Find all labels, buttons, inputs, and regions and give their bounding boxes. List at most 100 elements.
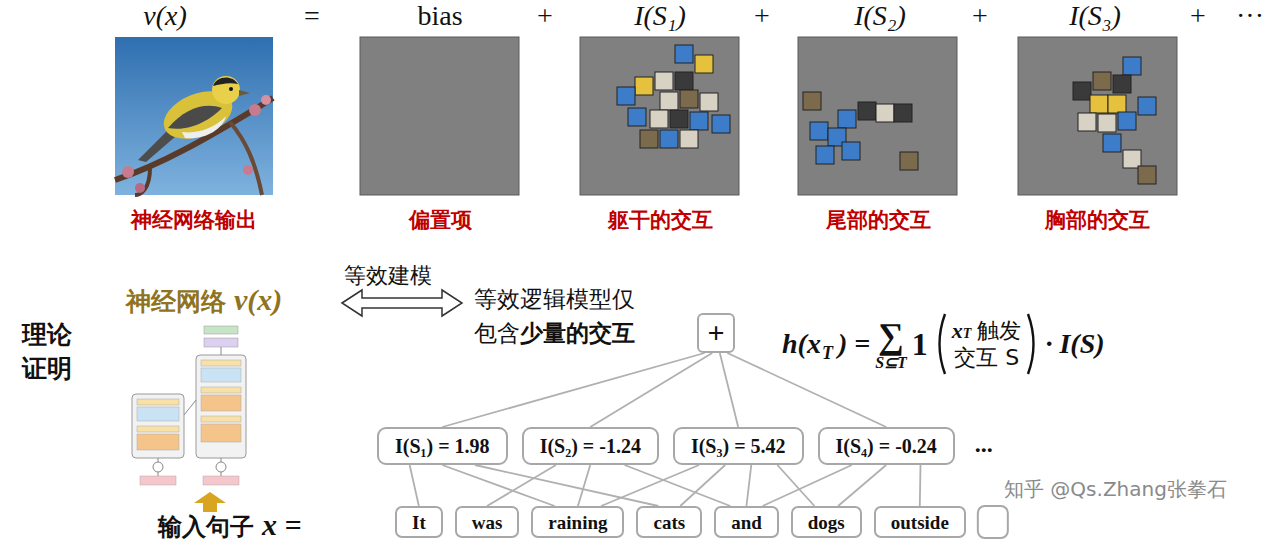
image-patch xyxy=(680,130,698,148)
image-patch xyxy=(617,87,635,105)
image-patch xyxy=(1123,150,1141,168)
image-patch xyxy=(858,102,876,120)
image-patch xyxy=(660,92,678,110)
twig xyxy=(135,168,150,195)
formula-text: · I(S) xyxy=(1045,328,1104,360)
word-box: dogs xyxy=(791,506,862,538)
image-patch xyxy=(640,130,658,148)
add-norm xyxy=(201,360,241,366)
formula-column: xT触发交互 S xyxy=(952,317,1022,371)
image-patch xyxy=(1073,82,1091,100)
connector xyxy=(475,465,658,506)
formula-text: ) = xyxy=(838,328,870,360)
formula-text: T xyxy=(963,327,972,341)
node-text: It xyxy=(412,513,426,532)
feed-forward xyxy=(137,407,179,421)
masked-attention xyxy=(201,424,241,442)
image-patch xyxy=(894,104,912,122)
word-box: and xyxy=(714,506,779,538)
arrow-label: 等效建模 xyxy=(344,262,432,290)
interaction-box: I(S₄) = -0.24 xyxy=(818,427,955,465)
connector xyxy=(442,353,704,427)
twig xyxy=(230,122,262,195)
bracket-path xyxy=(1028,314,1034,374)
formula-text: bias xyxy=(417,0,462,32)
image-patch xyxy=(1098,114,1116,132)
word-box: cats xyxy=(636,506,702,538)
interaction-box: I(S₁) = 1.98 xyxy=(377,427,508,465)
gray-image xyxy=(798,37,957,195)
blossom xyxy=(249,104,261,116)
linear-layer xyxy=(204,338,238,347)
image-patch xyxy=(680,90,698,108)
formula-text: ··· xyxy=(1236,0,1264,32)
note-text: 少量的交互 xyxy=(520,318,635,348)
image-patch xyxy=(810,122,828,140)
image-caption: 躯干的交互 xyxy=(608,206,713,234)
interaction-box: I(S₂) = -1.24 xyxy=(522,427,659,465)
image-patch xyxy=(816,146,834,164)
node-text: raining xyxy=(548,513,607,532)
formula-text: h(x xyxy=(782,328,821,360)
connector xyxy=(746,465,751,506)
image-patch xyxy=(1138,166,1156,184)
formula-text: ∑ xyxy=(878,317,904,355)
feed-forward xyxy=(201,368,241,382)
image-patch xyxy=(1078,113,1096,131)
formula-row: xT触发 xyxy=(952,317,1022,344)
figure-line xyxy=(184,400,196,415)
connector xyxy=(590,353,712,427)
image-patch xyxy=(838,110,856,128)
image-patch xyxy=(628,108,646,126)
image-patch xyxy=(690,112,708,130)
image-caption: 神经网络输出 xyxy=(131,206,257,234)
image-patch xyxy=(675,45,693,63)
image-patch xyxy=(712,115,730,133)
softmax-layer xyxy=(204,326,238,334)
node-text: I(S₂) = -1.24 xyxy=(540,436,641,456)
figure-line xyxy=(221,458,222,462)
connector xyxy=(727,353,886,427)
connector xyxy=(680,465,725,506)
attention xyxy=(201,395,241,411)
add-norm xyxy=(201,416,241,422)
bird-cap xyxy=(213,77,238,86)
image-patch xyxy=(1123,57,1141,75)
word-box: raining xyxy=(531,506,624,538)
image-patch xyxy=(1138,97,1156,115)
text-group: 输入句子x = xyxy=(158,510,302,542)
formula-text: 交互 S xyxy=(954,344,1019,371)
image-patch xyxy=(700,93,718,111)
node-text: cats xyxy=(653,513,685,532)
image-patch xyxy=(675,72,693,90)
input-embedding xyxy=(140,476,176,485)
partial-word-box xyxy=(978,506,1008,538)
node-text: I(S₄) = -0.24 xyxy=(836,436,937,456)
formula-text: + xyxy=(537,0,553,32)
bird-belly xyxy=(182,116,226,138)
connector xyxy=(763,465,852,506)
blossom xyxy=(243,165,253,175)
formula-text: 触发 xyxy=(977,317,1021,344)
word-box: outside xyxy=(874,506,966,538)
formula-text: 1 xyxy=(912,326,928,363)
image-patch xyxy=(900,152,918,170)
connector xyxy=(838,465,886,506)
formula-text: I(S₁) xyxy=(634,0,686,32)
interaction-box: I(S₃) = 5.42 xyxy=(673,427,804,465)
text-group: 神经网络v(x) xyxy=(126,284,282,318)
figure-line xyxy=(221,347,222,355)
decoder-stack xyxy=(196,355,246,458)
image-patch xyxy=(876,104,894,122)
input-label: x = xyxy=(262,510,302,540)
image-patch xyxy=(660,130,678,148)
image-caption: 尾部的交互 xyxy=(826,206,931,234)
connector xyxy=(487,465,556,506)
gray-image xyxy=(1018,37,1177,195)
input-arrow xyxy=(194,492,226,512)
figure-line xyxy=(158,458,159,462)
connector xyxy=(625,465,731,506)
branch xyxy=(115,98,273,180)
image-patch xyxy=(1093,72,1111,90)
gray-image xyxy=(580,37,739,195)
